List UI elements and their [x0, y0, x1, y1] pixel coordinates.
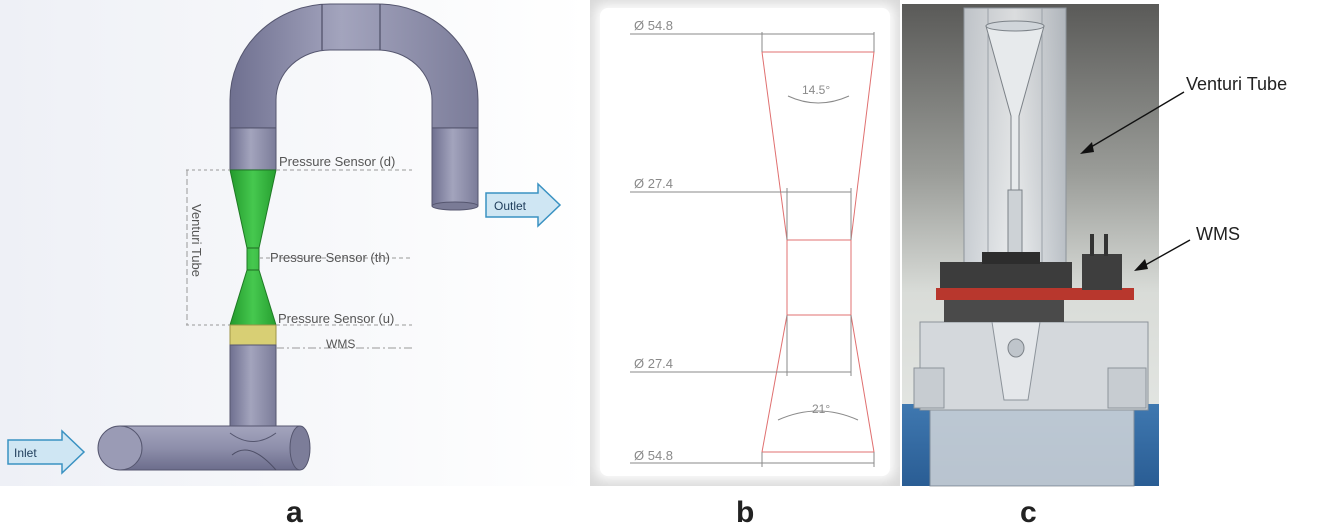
arch-pipe [229, 3, 479, 129]
figure-canvas: Pressure Sensor (d) Pressure Sensor (th)… [0, 0, 1287, 487]
label-inlet: Inlet [14, 446, 37, 460]
panel-letter-c: c [1020, 496, 1037, 529]
panel-c-photo [902, 4, 1191, 487]
dim-throat-top-diameter: Ø 27.4 [634, 176, 673, 191]
venturi-profile [761, 51, 875, 453]
label-c-venturi-tube: Venturi Tube [1186, 74, 1287, 94]
inlet-pipe [119, 425, 301, 471]
wms-sensor-body [940, 262, 1072, 288]
outlet-arrow [485, 182, 562, 228]
label-wms: WMS [326, 337, 355, 351]
dim-throat-bottom-diameter: Ø 27.4 [634, 356, 673, 371]
dim-bottom-diameter: Ø 54.8 [634, 448, 673, 463]
label-c-wms: WMS [1196, 224, 1240, 244]
label-pressure-u: Pressure Sensor (u) [278, 311, 394, 326]
panel-b-technical-drawing: Ø 54.8 14.5° Ø 27.4 Ø 27.4 21° Ø 54.8 [590, 0, 900, 486]
dim-top-diameter: Ø 54.8 [634, 18, 673, 33]
label-venturi-tube-vertical: Venturi Tube [189, 204, 204, 277]
label-pressure-th: Pressure Sensor (th) [270, 250, 390, 265]
panel-letter-b: b [736, 496, 755, 529]
dim-bottom-angle: 21° [812, 402, 830, 416]
outlet-leg [431, 127, 479, 207]
dimension-lines [630, 32, 875, 467]
panel-letter-a: a [286, 496, 303, 529]
dim-top-angle: 14.5° [802, 83, 830, 97]
label-outlet: Outlet [494, 199, 527, 213]
wms-ring [229, 324, 277, 346]
inlet-arrow [7, 429, 86, 475]
panel-a-schematic: Pressure Sensor (d) Pressure Sensor (th)… [0, 0, 588, 486]
label-pressure-d: Pressure Sensor (d) [279, 154, 395, 169]
